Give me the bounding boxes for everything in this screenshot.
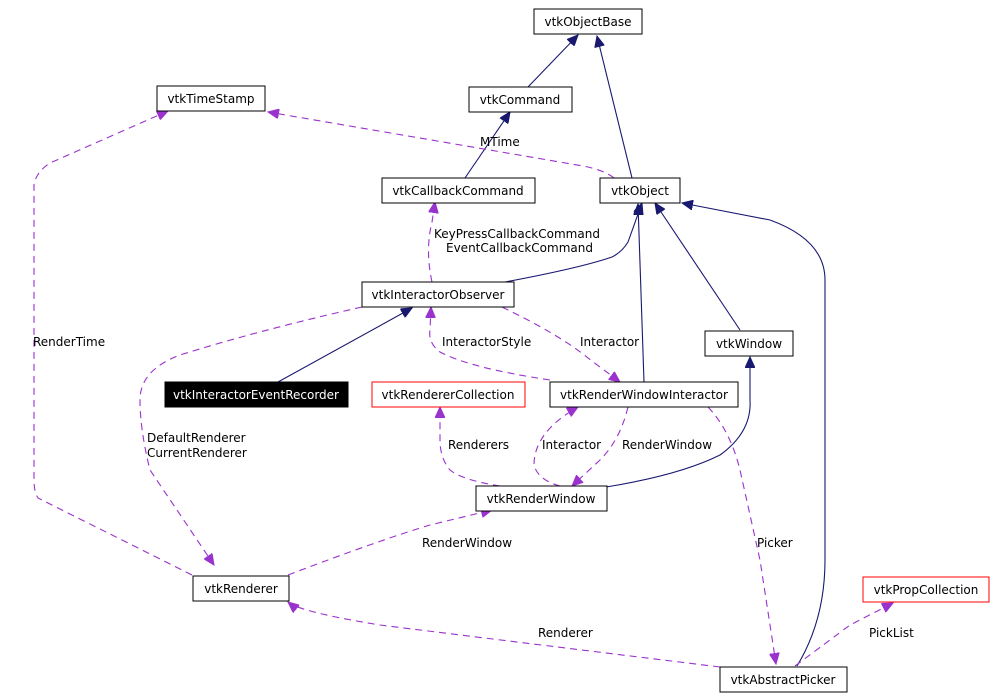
node-vtkpropcollection[interactable]: vtkPropCollection <box>862 576 990 603</box>
edge-rwinteractor-renderwindow <box>572 406 629 486</box>
label-default-renderer: DefaultRenderer <box>147 431 246 445</box>
edge-object-mtime-timestamp <box>268 112 615 179</box>
label-mtime: MTime <box>480 135 520 149</box>
inheritance-edges <box>277 35 826 667</box>
edge-abstractpicker-renderer <box>288 602 721 668</box>
edge-abstractpicker-to-object <box>682 203 826 667</box>
label-interactor-top: Interactor <box>580 335 639 349</box>
edge-object-to-objectbase <box>597 36 633 179</box>
node-vtkrenderwindowinteractor[interactable]: vtkRenderWindowInteractor <box>549 381 739 408</box>
node-vtkobject[interactable]: vtkObject <box>599 177 681 204</box>
label-interactor-bottom: Interactor <box>542 438 601 452</box>
edge-renderwindow-to-window <box>605 357 750 488</box>
node-vtkinteractoreventrecorder[interactable]: vtkInteractorEventRecorder <box>164 381 349 408</box>
node-label: vtkRenderWindow <box>487 492 596 506</box>
edge-command-to-objectbase <box>527 35 578 88</box>
label-picker: Picker <box>757 536 793 550</box>
edge-callbackcommand-to-command <box>464 112 510 179</box>
node-label: vtkCallbackCommand <box>392 184 523 198</box>
edge-interactorobserver-renderers <box>139 306 363 565</box>
label-renderers: Renderers <box>448 438 509 452</box>
label-pick-list: PickList <box>869 626 914 640</box>
node-label: vtkObjectBase <box>544 15 631 29</box>
edge-renderwindow-interactor <box>533 407 578 487</box>
edge-renderwindow-renderers <box>440 407 501 487</box>
edge-renderer-renderwindow <box>287 510 492 576</box>
node-vtkrenderwindow[interactable]: vtkRenderWindow <box>475 485 608 512</box>
node-vtkinteractorobserver[interactable]: vtkInteractorObserver <box>361 281 515 308</box>
edge-abstractpicker-picklist <box>794 603 893 667</box>
node-label: vtkTimeStamp <box>167 92 254 106</box>
edge-interactorobserver-interactor <box>501 306 620 382</box>
edge-renderer-rendertime-timestamp <box>33 111 193 576</box>
edge-interactorobserver-to-object <box>504 203 642 283</box>
node-label: vtkRendererCollection <box>382 388 515 402</box>
edge-window-to-object <box>655 203 741 331</box>
label-render-window-bottom: RenderWindow <box>422 536 512 550</box>
edge-interactorobserver-callbacks <box>427 202 436 283</box>
node-vtkcallbackcommand[interactable]: vtkCallbackCommand <box>381 177 536 204</box>
node-label: vtkRenderWindowInteractor <box>560 388 728 402</box>
label-render-time: RenderTime <box>33 335 105 349</box>
node-label: vtkInteractorEventRecorder <box>173 388 339 402</box>
node-vtkrenderercollection[interactable]: vtkRendererCollection <box>371 381 526 408</box>
node-vtkwindow[interactable]: vtkWindow <box>704 330 794 357</box>
node-vtkcommand[interactable]: vtkCommand <box>468 86 573 113</box>
usage-edges <box>33 111 893 668</box>
node-label: vtkInteractorObserver <box>372 288 505 302</box>
node-vtktimestamp[interactable]: vtkTimeStamp <box>156 85 266 112</box>
node-vtkrenderer[interactable]: vtkRenderer <box>192 575 290 602</box>
edge-rwinteractor-picker <box>707 406 776 664</box>
label-interactor-style: InteractorStyle <box>442 335 531 349</box>
node-vtkabstractpicker[interactable]: vtkAbstractPicker <box>719 666 848 693</box>
edge-eventrecorder-to-interactorobserver <box>277 308 412 383</box>
node-label: vtkCommand <box>480 93 560 107</box>
edge-labels: MTime KeyPressCallbackCommand EventCallb… <box>33 135 914 640</box>
label-event-callback: EventCallbackCommand <box>446 241 593 255</box>
node-label: vtkWindow <box>716 337 782 351</box>
label-keypress-callback: KeyPressCallbackCommand <box>434 227 600 241</box>
node-label: vtkAbstractPicker <box>731 673 836 687</box>
edge-rwinteractor-interactorstyle <box>430 307 551 381</box>
node-label: vtkPropCollection <box>874 583 979 597</box>
node-label: vtkObject <box>611 184 669 198</box>
node-label: vtkRenderer <box>204 582 278 596</box>
label-renderer: Renderer <box>538 626 593 640</box>
node-vtkobjectbase[interactable]: vtkObjectBase <box>533 8 643 35</box>
label-current-renderer: CurrentRenderer <box>147 446 247 460</box>
edge-rwinteractor-to-object <box>638 204 645 383</box>
label-render-window-top: RenderWindow <box>622 438 712 452</box>
